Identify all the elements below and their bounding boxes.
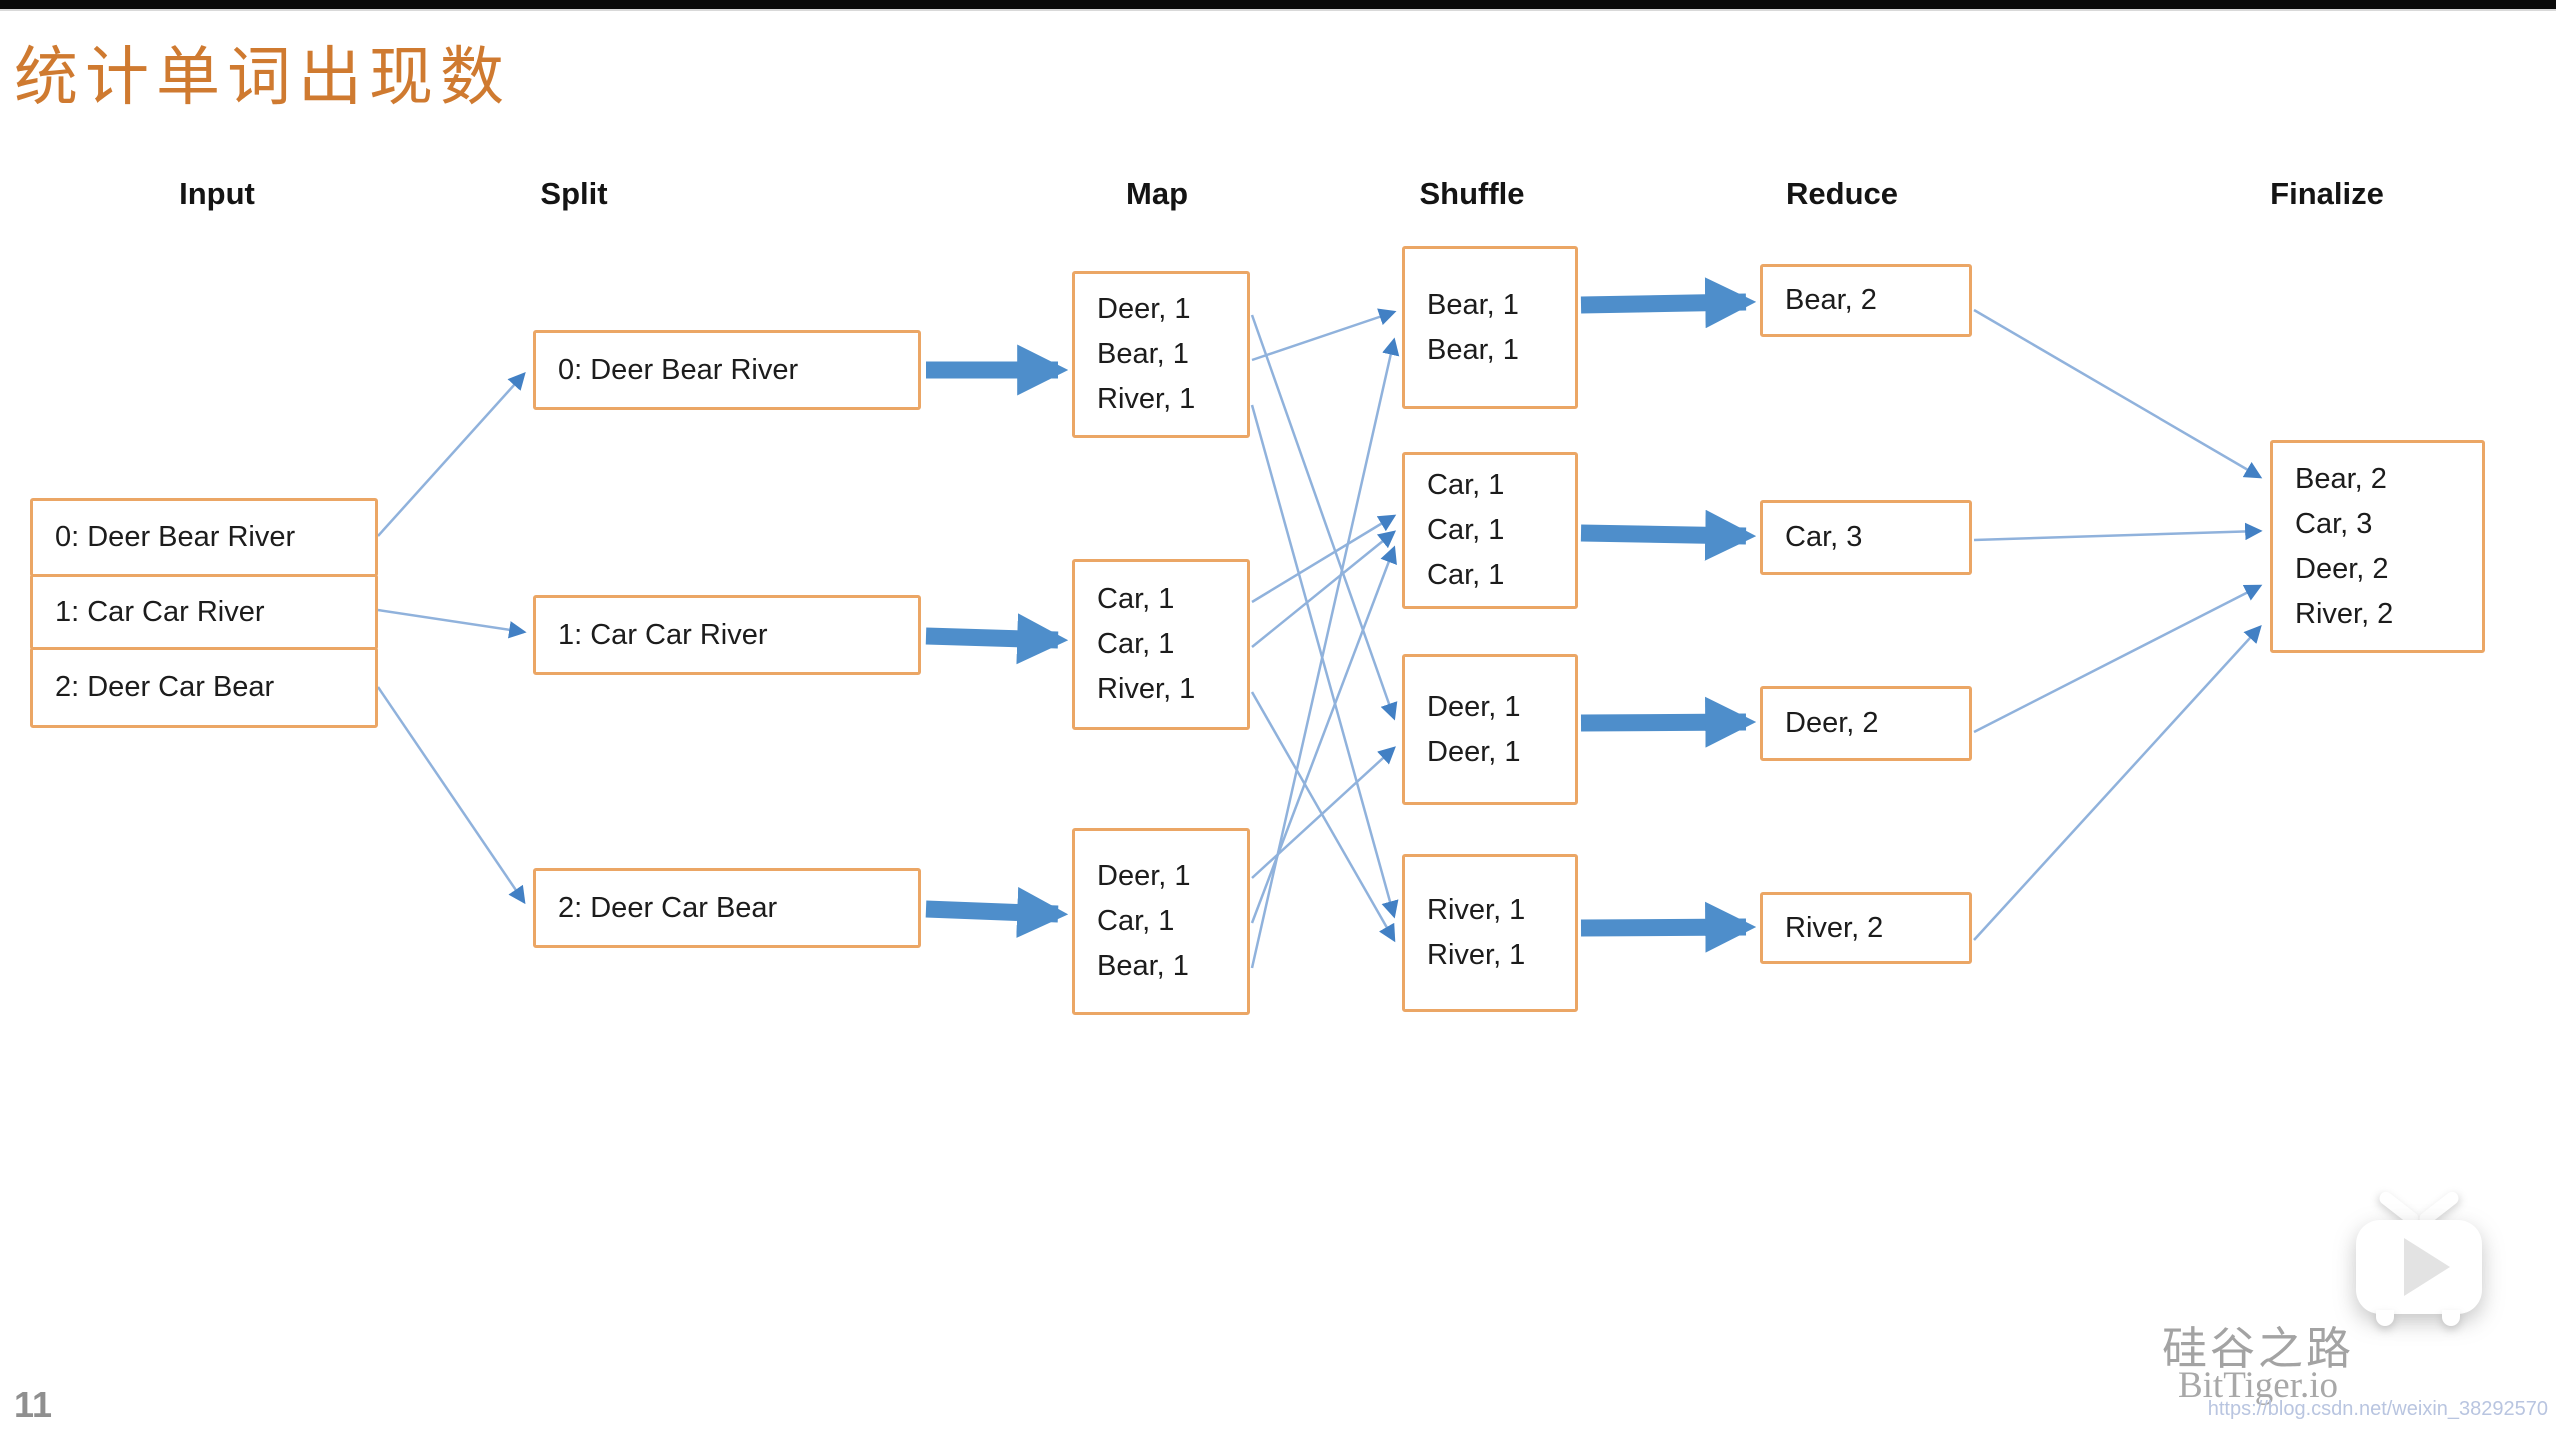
kv-pair: Car, 1 [1427, 514, 1505, 546]
input-record: 2: Deer Car Bear [55, 671, 275, 703]
kv-pair: Bear, 1 [1427, 333, 1519, 366]
input-record: 0: Deer Bear River [55, 521, 296, 553]
kv-pair: Deer, 1 [1097, 293, 1191, 325]
split-box-1: 1: Car Car River [533, 595, 921, 675]
watermark-brand-en: BitTiger.io [2177, 1365, 2339, 1406]
kv-pair: Deer, 1 [1427, 735, 1521, 768]
column-header-map: Map [1126, 176, 1188, 211]
kv-pair: Bear, 2 [1785, 284, 1877, 316]
input-box-2: 2: Deer Car Bear [30, 647, 378, 728]
arrows-reduce-to-finalize [1973, 308, 2263, 941]
kv-pair: Deer, 1 [1427, 690, 1521, 723]
split-record: 1: Car Car River [558, 618, 768, 651]
tv-play-icon [2352, 1189, 2492, 1328]
arrows-shuffle-to-reduce [1580, 277, 1757, 953]
split-record: 2: Deer Car Bear [558, 891, 778, 924]
page-number: 11 [14, 1384, 53, 1425]
lines-map-to-shuffle [1250, 308, 1400, 969]
tv-foot-right [2442, 1310, 2460, 1326]
kv-pair: River, 1 [1097, 383, 1196, 415]
split-box-0: 0: Deer Bear River [533, 330, 921, 410]
map-box-0: Deer, 1 Bear, 1 River, 1 [1072, 271, 1250, 438]
kv-pair: River, 1 [1097, 673, 1196, 705]
reduce-box-deer: Deer, 2 [1760, 686, 1972, 761]
kv-pair: Car, 3 [2295, 507, 2373, 540]
kv-pair: River, 2 [1785, 911, 1884, 944]
kv-pair: Bear, 1 [1097, 338, 1189, 370]
shuffle-box-car: Car, 1 Car, 1 Car, 1 [1402, 452, 1578, 609]
column-header-split: Split [540, 176, 608, 211]
watermark-brand-cn: 硅谷之路 [2161, 1324, 2354, 1374]
kv-pair: River, 2 [2295, 597, 2394, 630]
input-box-0: 0: Deer Bear River [30, 498, 378, 577]
kv-pair: Car, 3 [1785, 521, 1863, 553]
kv-pair: Car, 1 [1097, 583, 1175, 615]
kv-pair: Car, 1 [1427, 469, 1505, 501]
shuffle-box-bear: Bear, 1 Bear, 1 [1402, 246, 1578, 409]
kv-pair: Bear, 1 [1427, 288, 1519, 321]
arrows-input-to-split [376, 372, 527, 905]
reduce-box-bear: Bear, 2 [1760, 264, 1972, 337]
kv-pair: River, 1 [1427, 894, 1526, 926]
kv-pair: Bear, 1 [1097, 950, 1189, 982]
kv-pair: Deer, 2 [2295, 552, 2389, 585]
column-header-reduce: Reduce [1786, 176, 1898, 211]
map-box-1: Car, 1 Car, 1 River, 1 [1072, 559, 1250, 730]
column-header-input: Input [179, 176, 255, 211]
map-box-2: Deer, 1 Car, 1 Bear, 1 [1072, 828, 1250, 1015]
kv-pair: River, 1 [1427, 939, 1526, 971]
kv-pair: Bear, 2 [2295, 462, 2387, 495]
kv-pair: Deer, 2 [1785, 707, 1879, 739]
split-box-2: 2: Deer Car Bear [533, 868, 921, 948]
input-box-1: 1: Car Car River [30, 574, 378, 650]
finalize-box: Bear, 2 Car, 3 Deer, 2 River, 2 [2270, 440, 2485, 653]
top-black-bar [0, 0, 2556, 11]
shuffle-box-river: River, 1 River, 1 [1402, 854, 1578, 1012]
split-record: 0: Deer Bear River [558, 353, 799, 386]
kv-pair: Deer, 1 [1097, 860, 1191, 892]
arrows-split-to-map [925, 344, 1069, 938]
reduce-box-car: Car, 3 [1760, 500, 1972, 575]
play-triangle-icon [2404, 1238, 2450, 1296]
column-header-finalize: Finalize [2270, 176, 2384, 211]
column-header-shuffle: Shuffle [1419, 176, 1525, 211]
kv-pair: Car, 1 [1097, 628, 1175, 660]
watermark-csdn-url: https://blog.csdn.net/weixin_38292570 [2207, 1398, 2548, 1420]
shuffle-box-deer: Deer, 1 Deer, 1 [1402, 654, 1578, 805]
reduce-box-river: River, 2 [1760, 892, 1972, 964]
slide-title: 统计单词出现数 [14, 42, 511, 113]
input-record: 1: Car Car River [55, 595, 265, 628]
tv-foot-left [2376, 1310, 2394, 1326]
kv-pair: Car, 1 [1097, 905, 1175, 937]
kv-pair: Car, 1 [1427, 559, 1505, 591]
